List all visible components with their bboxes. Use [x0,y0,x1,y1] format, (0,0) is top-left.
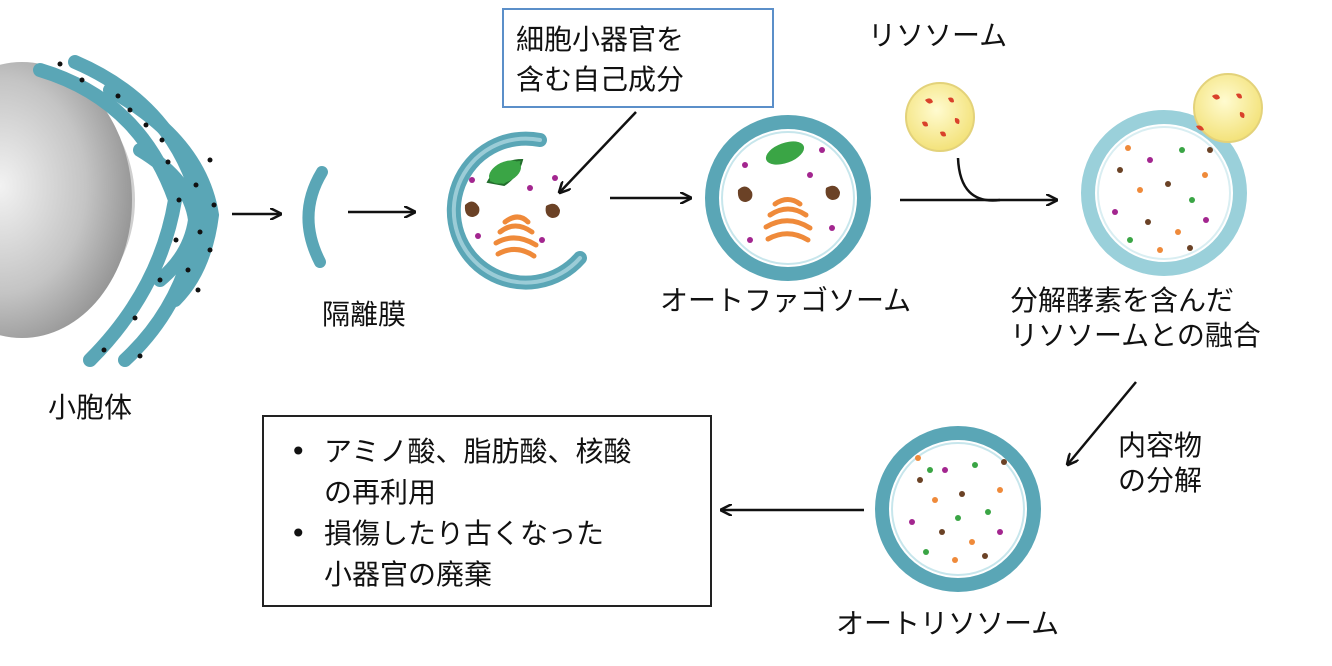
outcomes-box: アミノ酸、脂肪酸、核酸 の再利用 損傷したり古くなった 小器官の廃棄 [262,415,712,607]
label-fusion-line-1: 分解酵素を含んだ [1010,284,1235,317]
arrow-callout-to-contents [560,111,637,192]
process-arrows [232,111,1137,510]
outcome-dispose-line-1: 損傷したり古くなった [324,517,605,550]
outcomes-list: アミノ酸、脂肪酸、核酸 の再利用 損傷したり古くなった 小器官の廃棄 [280,431,694,595]
er-nucleus-illustration [0,55,220,367]
label-fusion: 分解酵素を含んだ リソソームとの融合 [1010,283,1261,353]
callout-line-2: 含む自己成分 [516,63,685,96]
label-autophagosome: オートファゴソーム [660,284,912,317]
label-digestion-line-2: の分解 [1118,464,1203,497]
outcome-recycle-line-1: アミノ酸、脂肪酸、核酸 [324,435,632,468]
lysosome-shape [905,82,975,152]
forming-autophagosome [446,131,587,290]
label-autolysosome: オートリソソーム [836,607,1060,640]
label-endoplasmic-reticulum: 小胞体 [48,391,133,424]
fusion-vesicle-shape [1081,73,1263,276]
outcome-dispose-line-2: 小器官の廃棄 [324,558,493,591]
label-digestion-line-1: 内容物 [1118,429,1203,462]
label-fusion-line-2: リソソームとの融合 [1010,319,1261,352]
label-digestion: 内容物 の分解 [1118,428,1202,498]
autophagosome-shape [705,115,871,281]
lysosome-connector [956,157,1001,202]
isolation-membrane-shape [302,166,328,268]
autolysosome-shape [875,426,1041,592]
outcome-recycle-line-2: の再利用 [324,476,437,509]
label-lysosome: リソソーム [868,19,1008,52]
outcome-item-dispose: 損傷したり古くなった 小器官の廃棄 [280,513,694,595]
callout-box: 細胞小器官を 含む自己成分 [502,8,774,108]
outcome-item-recycle: アミノ酸、脂肪酸、核酸 の再利用 [280,431,694,513]
arrow-fusion-to-autolysosome [1068,381,1137,464]
callout-line-1: 細胞小器官を [516,23,685,56]
label-isolation-membrane: 隔離膜 [322,298,407,331]
